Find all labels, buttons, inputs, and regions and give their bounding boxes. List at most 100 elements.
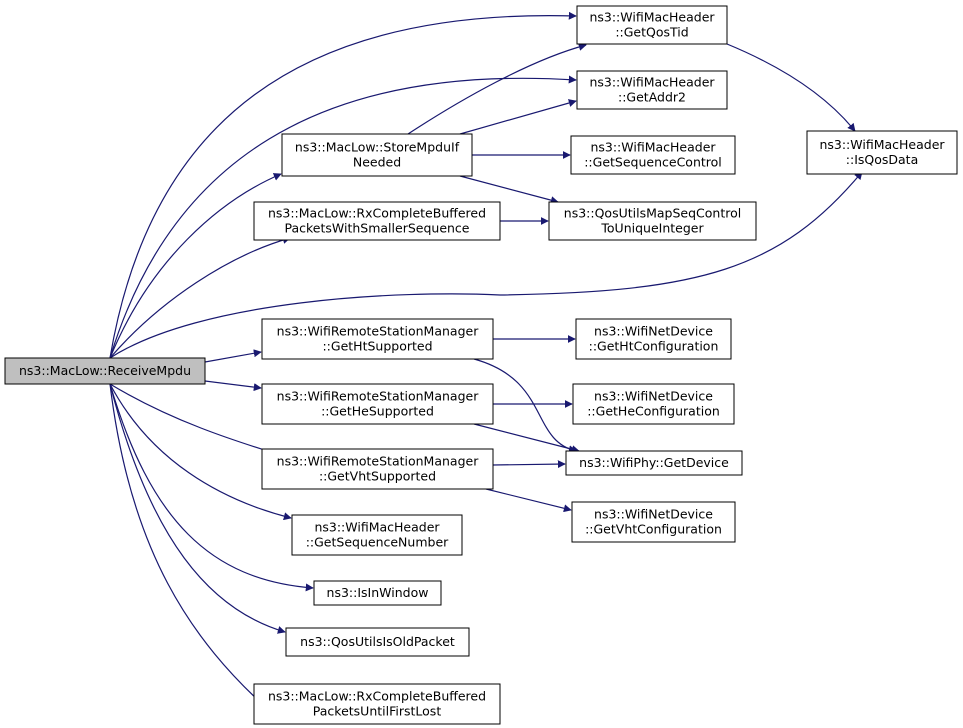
node-label: ::GetHeConfiguration (587, 404, 720, 419)
node-rxfirstlost[interactable]: ns3::MacLow::RxCompleteBufferedPacketsUn… (253, 683, 501, 725)
node-label: ns3::WifiMacHeader (314, 520, 440, 535)
node-label: ns3::WifiRemoteStationManager (277, 454, 480, 469)
node-label: ::GetAddr2 (618, 90, 686, 105)
edge-vhtsup-to-vhtconf (485, 488, 572, 513)
node-qosmap[interactable]: ns3::QosUtilsMapSeqControlToUniqueIntege… (548, 201, 757, 241)
node-isoldpacket[interactable]: ns3::QosUtilsIsOldPacket (285, 627, 470, 657)
node-box (4, 357, 206, 385)
node-htsup[interactable]: ns3::WifiRemoteStationManager::GetHtSupp… (261, 318, 494, 360)
edge-path (492, 460, 566, 469)
node-label: ::GetHtSupported (322, 339, 432, 354)
edge-receive-to-rxfirstlost (109, 383, 272, 713)
edge-storempdu-to-getaddr2 (459, 99, 577, 135)
node-label: ::IsQosData (846, 152, 918, 167)
node-getdevice[interactable]: ns3::WifiPhy::GetDevice (565, 450, 743, 476)
edge-path (726, 43, 856, 132)
node-htconf[interactable]: ns3::WifiNetDevice::GetHtConfiguration (575, 318, 732, 360)
node-label: ns3::IsInWindow (327, 585, 429, 600)
node-label: ns3::MacLow::RxCompleteBuffered (268, 689, 486, 704)
edge-receive-to-htsup (204, 349, 262, 363)
node-box (291, 514, 463, 556)
node-label: ns3::WifiMacHeader (589, 75, 715, 90)
node-label: ns3::QosUtilsIsOldPacket (300, 634, 455, 649)
node-box (261, 383, 494, 425)
node-label: ns3::WifiNetDevice (594, 389, 713, 404)
node-label: ns3::WifiRemoteStationManager (277, 389, 480, 404)
node-label: ns3::WifiPhy::GetDevice (579, 455, 729, 470)
node-label: ns3::MacLow::StoreMpduIf (295, 140, 460, 155)
edge-storempdu-to-qosmap (459, 175, 559, 205)
node-box (572, 383, 735, 425)
node-box (253, 201, 501, 241)
edge-receive-to-getqostid (109, 11, 577, 359)
edge-path (109, 75, 577, 359)
node-box (806, 130, 958, 175)
node-box (261, 318, 494, 360)
edge-htsup-to-getdevice (473, 358, 577, 454)
edge-receive-to-isqosdata (109, 171, 863, 359)
edge-path (109, 383, 272, 713)
node-hesup[interactable]: ns3::WifiRemoteStationManager::GetHeSupp… (261, 383, 494, 425)
edge-receive-to-rxsmaller (109, 236, 291, 359)
node-label: ::GetHtConfiguration (589, 339, 719, 354)
node-label: ns3::QosUtilsMapSeqControl (564, 206, 741, 221)
node-box (571, 501, 736, 543)
node-getseqnum[interactable]: ns3::WifiMacHeader::GetSequenceNumber (291, 514, 463, 556)
edge-vhtsup-to-getdevice (492, 460, 566, 469)
node-label: ::GetHeSupported (321, 404, 434, 419)
node-label: ns3::WifiMacHeader (589, 10, 715, 25)
node-heconf[interactable]: ns3::WifiNetDevice::GetHeConfiguration (572, 383, 735, 425)
node-label: ::GetVhtConfiguration (585, 522, 722, 537)
edge-path (473, 423, 580, 454)
edge-getqostid-to-isqosdata (726, 43, 856, 132)
edge-path (459, 175, 559, 205)
node-label: PacketsUntilFirstLost (313, 704, 442, 719)
edge-path (204, 380, 262, 392)
node-label: ns3::WifiMacHeader (819, 137, 945, 152)
node-label: ::GetSequenceNumber (306, 535, 449, 550)
node-receive: ns3::MacLow::ReceiveMpdu (4, 357, 206, 385)
node-box (313, 580, 442, 606)
edge-path (407, 43, 587, 135)
node-box (570, 135, 736, 175)
node-rxsmaller[interactable]: ns3::MacLow::RxCompleteBufferedPacketsWi… (253, 201, 501, 241)
node-vhtsup[interactable]: ns3::WifiRemoteStationManager::GetVhtSup… (261, 448, 494, 490)
node-label: ns3::WifiRemoteStationManager (277, 324, 480, 339)
node-box (285, 627, 470, 657)
edge-path (473, 358, 577, 454)
node-box (261, 448, 494, 490)
node-box (576, 5, 728, 45)
node-getqostid[interactable]: ns3::WifiMacHeader::GetQosTid (576, 5, 728, 45)
edge-path (109, 383, 286, 634)
node-getaddr2[interactable]: ns3::WifiMacHeader::GetAddr2 (576, 70, 728, 110)
node-box (576, 70, 728, 110)
node-label: ::GetQosTid (615, 25, 688, 40)
node-box (548, 201, 757, 241)
edge-receive-to-storempdu (109, 173, 282, 359)
edge-hesup-to-getdevice (473, 423, 580, 454)
node-label: ns3::MacLow::RxCompleteBuffered (268, 206, 486, 221)
node-label: ::GetVhtSupported (319, 469, 436, 484)
node-label: ToUniqueInteger (600, 221, 704, 236)
node-box (253, 683, 501, 725)
node-label: ::GetSequenceControl (584, 155, 722, 170)
edge-receive-to-getaddr2 (109, 75, 577, 359)
edge-storempdu-to-getqostid (407, 43, 587, 135)
node-isinwindow[interactable]: ns3::IsInWindow (313, 580, 442, 606)
node-label: ns3::WifiMacHeader (590, 140, 716, 155)
node-getseqctl[interactable]: ns3::WifiMacHeader::GetSequenceControl (570, 135, 736, 175)
edge-path (485, 488, 572, 513)
edge-path (109, 383, 292, 521)
node-vhtconf[interactable]: ns3::WifiNetDevice::GetVhtConfiguration (571, 501, 736, 543)
node-isqosdata[interactable]: ns3::WifiMacHeader::IsQosData (806, 130, 958, 175)
edge-receive-to-isinwindow (109, 383, 314, 592)
edge-path (204, 349, 262, 363)
node-box (575, 318, 732, 360)
edge-receive-to-getseqnum (109, 383, 292, 521)
node-box (281, 133, 473, 177)
node-label: ns3::WifiNetDevice (594, 507, 713, 522)
node-label: PacketsWithSmallerSequence (285, 221, 470, 236)
edge-receive-to-isoldpacket (109, 383, 286, 634)
